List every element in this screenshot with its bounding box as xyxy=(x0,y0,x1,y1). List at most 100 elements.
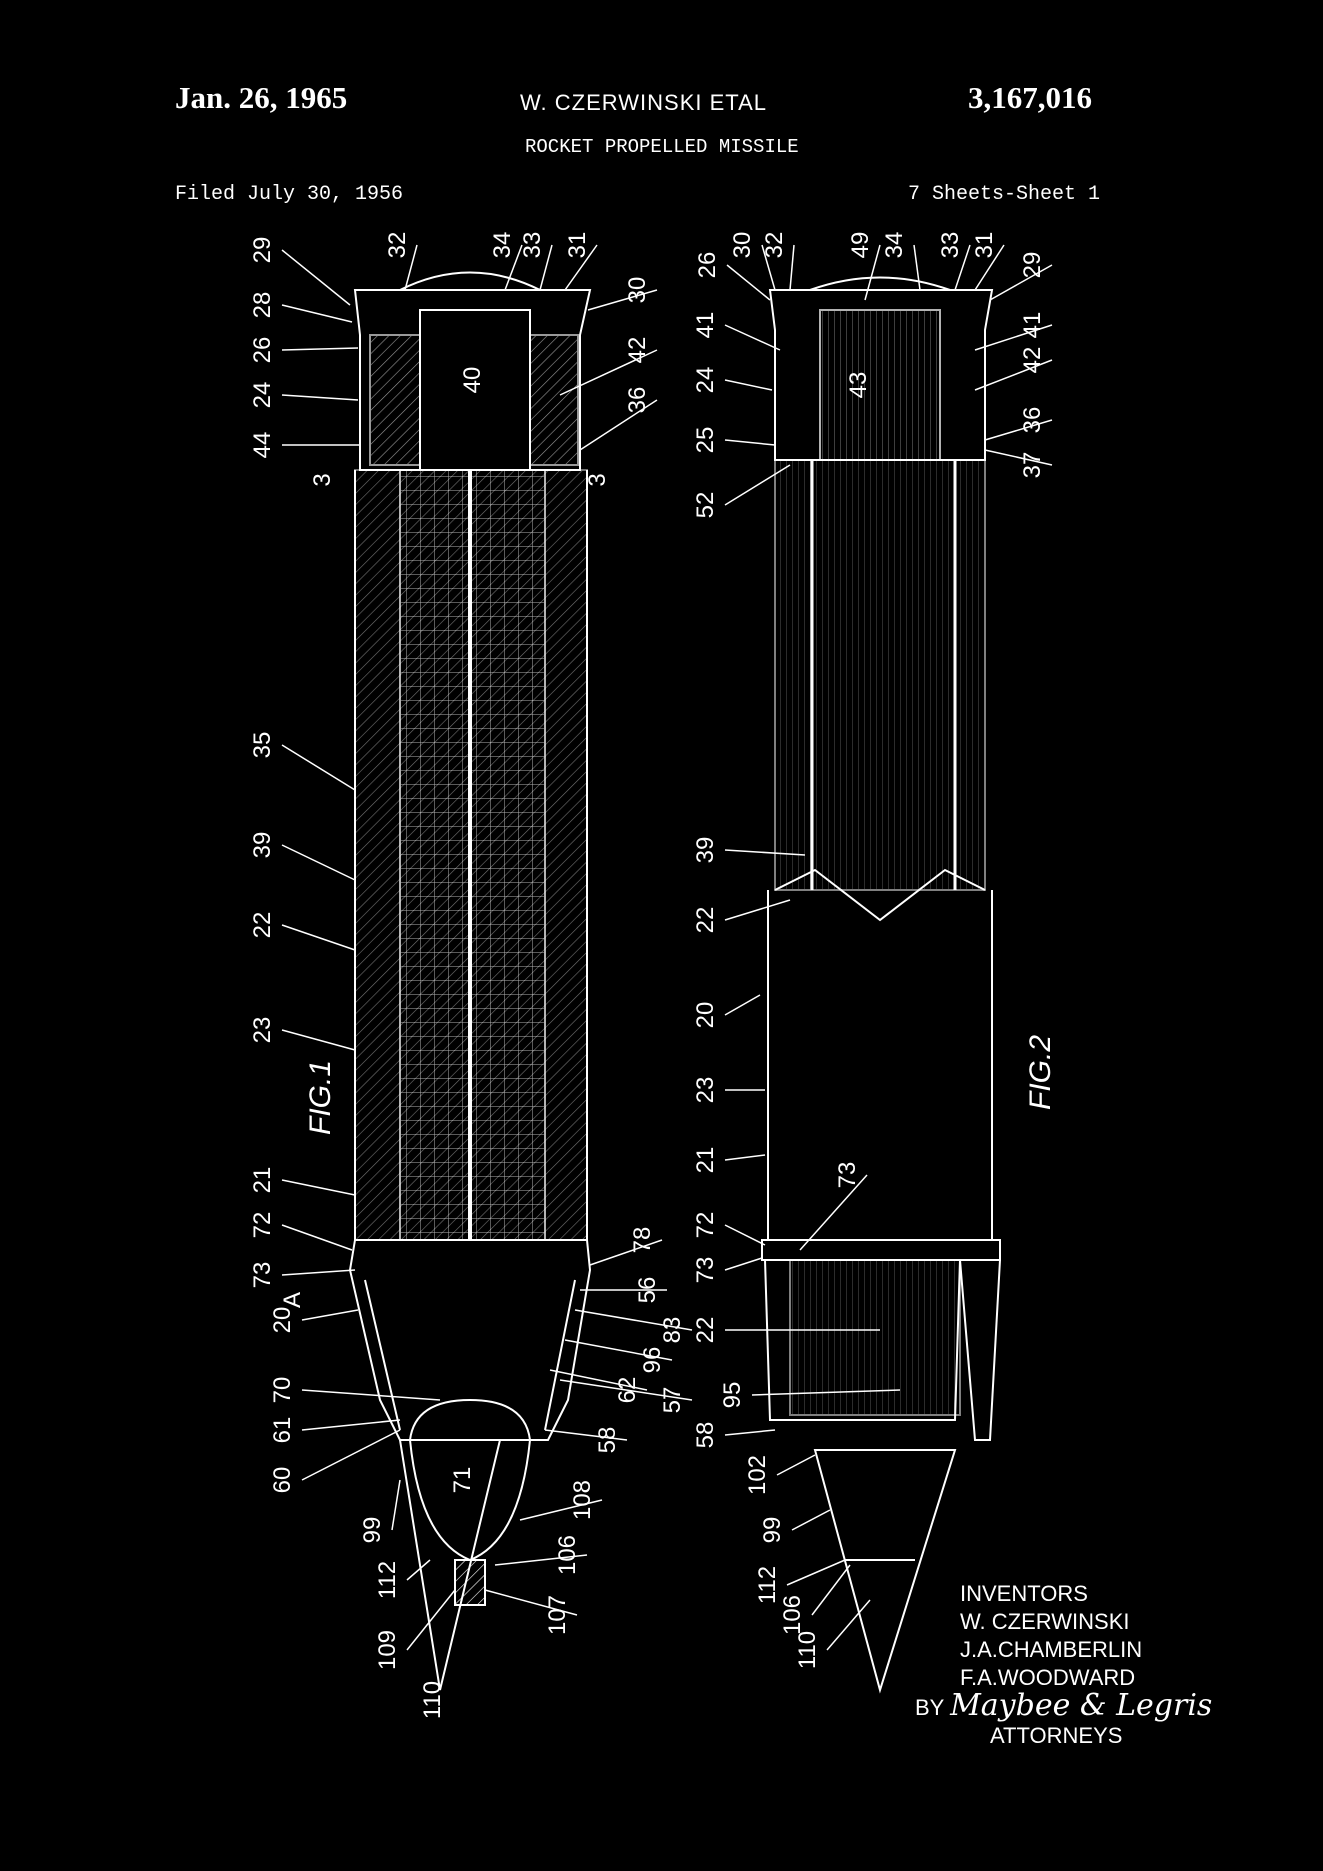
fig2-reference-numeral: 24 xyxy=(692,367,719,394)
leader-line xyxy=(726,264,771,301)
leader-line xyxy=(789,244,795,291)
leader-line xyxy=(974,359,1053,391)
fig1-reference-numeral: 32 xyxy=(384,232,411,259)
patent-number: 3,167,016 xyxy=(968,80,1092,115)
leader-line xyxy=(826,1599,871,1651)
leader-line xyxy=(587,289,658,311)
fig1-reference-numeral: 39 xyxy=(249,832,276,859)
fig1-reference-numeral: 34 xyxy=(489,232,516,259)
fig2-reference-numeral: 30 xyxy=(729,232,756,259)
fig1-reference-numeral: 61 xyxy=(269,1417,296,1444)
inventor-name: F.A.WOODWARD xyxy=(960,1665,1136,1690)
fig1-reference-numeral: 73 xyxy=(249,1262,276,1289)
leader-line xyxy=(954,244,971,291)
fig1-reference-numeral: 44 xyxy=(249,432,276,459)
leader-line xyxy=(281,347,359,351)
inventor-name: J.A.CHAMBERLIN xyxy=(960,1637,1143,1662)
leader-line xyxy=(281,304,353,323)
attorneys-label: ATTORNEYS xyxy=(990,1723,1123,1748)
leader-line xyxy=(913,244,921,291)
leader-line xyxy=(724,899,791,921)
fig1-reference-numeral: A xyxy=(279,1292,306,1308)
fig1-reference-numeral: 70 xyxy=(269,1377,296,1404)
patent-title: ROCKET PROPELLED MISSILE xyxy=(525,136,799,158)
fig2-reference-numeral: 73 xyxy=(692,1257,719,1284)
fig1-reference-numerals: 2928262444335392223217273A20706160991121… xyxy=(249,232,693,1719)
fig1-reference-numeral: 21 xyxy=(249,1167,276,1194)
leader-line xyxy=(406,1559,431,1581)
fig1-reference-numeral: 57 xyxy=(659,1387,686,1414)
leader-line xyxy=(799,1174,868,1251)
leader-line xyxy=(974,244,1005,291)
fig2-reference-numeral: 72 xyxy=(692,1212,719,1239)
fig1-reference-numeral: 109 xyxy=(374,1630,401,1670)
fig1-reference-numeral: 96 xyxy=(639,1347,666,1374)
fig2-reference-numeral: 52 xyxy=(692,492,719,519)
leader-line xyxy=(559,349,658,396)
fig1-caption: FIG.1 xyxy=(304,1060,337,1135)
leader-line xyxy=(544,1429,628,1441)
leader-line xyxy=(984,449,1053,466)
fig2-reference-numeral: 29 xyxy=(1019,252,1046,279)
fig1-reference-numeral: 72 xyxy=(249,1212,276,1239)
inventors-heading: INVENTORS xyxy=(960,1581,1088,1606)
fig2-reference-numeral: 25 xyxy=(692,427,719,454)
attorney-signature: Maybee & Legris xyxy=(950,1688,1213,1723)
fig1-reference-numeral: 110 xyxy=(419,1681,446,1719)
fig1-reference-numeral: 26 xyxy=(249,337,276,364)
leader-line xyxy=(301,1309,359,1321)
leader-line xyxy=(519,1499,603,1521)
fig1-reference-numeral: 40 xyxy=(459,367,486,394)
fig1-reference-numeral: 71 xyxy=(449,1467,476,1494)
leader-line xyxy=(776,1454,816,1476)
leader-line xyxy=(724,464,791,506)
leader-line xyxy=(564,1339,673,1361)
leader-line xyxy=(761,244,776,291)
fig2-reference-numeral: 23 xyxy=(692,1077,719,1104)
fig1-reference-numeral: 78 xyxy=(629,1227,656,1254)
fig1-reference-numeral: 106 xyxy=(554,1535,581,1575)
leader-line xyxy=(724,994,761,1016)
fig2-reference-numeral: 99 xyxy=(759,1517,786,1544)
fig1-reference-numeral: 108 xyxy=(569,1480,596,1520)
leader-line xyxy=(786,1559,846,1586)
fig1-reference-numeral: 30 xyxy=(624,277,651,304)
leader-line xyxy=(484,1589,578,1616)
fig2-reference-numeral: 106 xyxy=(779,1595,806,1635)
fig1-reference-numeral: 23 xyxy=(249,1017,276,1044)
leader-line xyxy=(281,1029,356,1051)
fig2-reference-numeral: 34 xyxy=(881,232,908,259)
fig2-reference-numeral: 42 xyxy=(1019,347,1046,374)
leader-line xyxy=(281,924,356,951)
fig2-reference-numeral: 32 xyxy=(761,232,788,259)
fig2-reference-numeral: 49 xyxy=(847,232,874,259)
fig1-reference-numeral: 3 xyxy=(309,473,336,486)
inventor-name: W. CZERWINSKI xyxy=(960,1609,1130,1634)
by-label: BY xyxy=(915,1695,944,1720)
fig2-reference-numeral: 33 xyxy=(937,232,964,259)
sheet-number: 7 Sheets-Sheet 1 xyxy=(908,183,1101,206)
fig1-reference-numeral: 112 xyxy=(374,1561,401,1599)
leader-line xyxy=(724,379,773,391)
fig2-reference-numeral: 43 xyxy=(845,372,872,399)
fig1-reference-numeral: 22 xyxy=(249,912,276,939)
fig2-reference-numeral: 21 xyxy=(692,1147,719,1174)
leader-line xyxy=(281,1179,356,1196)
leader-line xyxy=(589,1239,663,1266)
leader-line xyxy=(579,399,658,451)
leader-line xyxy=(564,244,598,291)
fig2-reference-numeral: 95 xyxy=(719,1382,746,1409)
fig2-reference-numeral: 22 xyxy=(692,1317,719,1344)
fig1-reference-numeral: 107 xyxy=(544,1595,571,1635)
leader-line xyxy=(724,439,776,446)
leader-line xyxy=(864,244,881,301)
fig2-reference-numeral: 112 xyxy=(754,1566,781,1604)
fig1-missile-section xyxy=(348,271,592,1691)
fig1-reference-numeral: 60 xyxy=(269,1467,296,1494)
fig2-reference-numeral: 31 xyxy=(971,232,998,259)
leader-line xyxy=(724,849,806,856)
fig1-reference-numeral: 33 xyxy=(519,232,546,259)
fig2-reference-numeral: 73 xyxy=(834,1162,861,1189)
leader-line xyxy=(504,244,523,291)
